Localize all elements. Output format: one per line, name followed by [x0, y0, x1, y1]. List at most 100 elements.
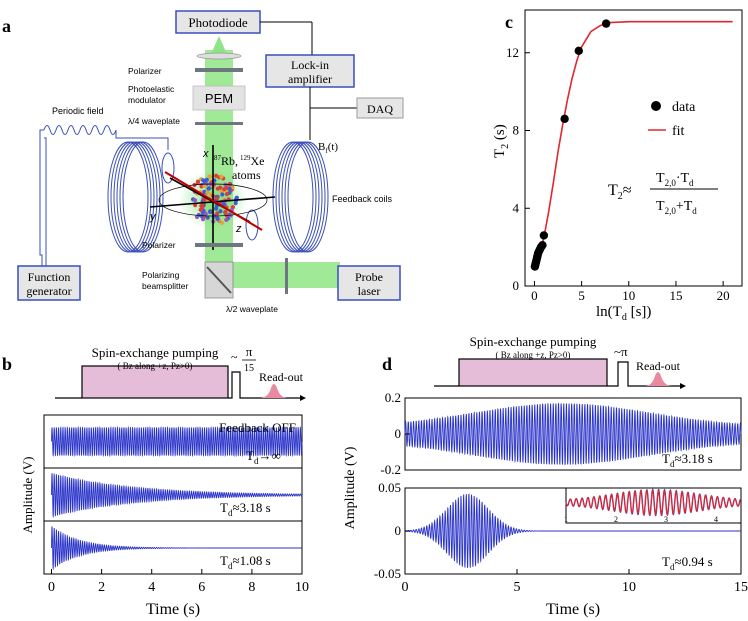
atom-dot	[205, 215, 210, 220]
formula: T2≈ T2,0·Td T2,0+Td	[608, 171, 718, 216]
bf-label: Bf(t)	[318, 141, 338, 155]
atom-dot	[207, 209, 213, 214]
atoms-label-2: atoms	[232, 168, 261, 182]
c-ytick-label: 12	[506, 45, 519, 60]
pbs-label-1: Polarizing	[142, 270, 180, 280]
c-ytick-label: 0	[513, 278, 520, 293]
atom-dot	[200, 217, 206, 222]
atom-dot	[194, 214, 200, 220]
feedback-coils-label: Feedback coils	[332, 194, 393, 204]
atom-dot	[218, 209, 223, 214]
atom-dot	[215, 216, 220, 222]
readout-pulse-d	[645, 372, 672, 386]
b-xtick-label: 4	[148, 580, 155, 595]
beamsplitter-diagonal	[206, 266, 232, 294]
atom-dot	[206, 186, 211, 191]
c-ytick-label: 4	[513, 200, 520, 215]
data-point	[601, 19, 611, 28]
atom-dot	[224, 192, 230, 197]
legend-data-marker	[651, 101, 661, 111]
lens-top	[196, 52, 242, 60]
atom-dot	[227, 186, 232, 191]
trace-label-d1: Td≈3.18 s	[662, 451, 713, 469]
photodiode-label: Photodiode	[188, 15, 247, 30]
inset-xtick-label: 3	[664, 515, 668, 524]
panel-label-d: d	[382, 354, 392, 374]
quarter-waveplate	[195, 122, 243, 125]
atom-dot	[215, 211, 220, 216]
axis-y-label: y	[149, 211, 157, 223]
b-xtick-label: 6	[198, 580, 205, 595]
panel-b: b Spin-exchange pumping ( Bz along +z, P…	[2, 344, 309, 618]
chart-b-xlabel: Time (s)	[146, 601, 200, 618]
atom-dot	[223, 209, 228, 215]
c-ytick-label: 8	[513, 123, 520, 138]
probe-label-1: Probe	[355, 270, 383, 284]
lockin-wire	[309, 87, 357, 109]
atom-dot	[192, 198, 198, 203]
b-xtick-label: 0	[48, 580, 55, 595]
axis-x-label: x	[202, 148, 209, 160]
polarizer-top	[195, 68, 243, 72]
inset-xtick-label: 1	[564, 515, 568, 524]
trace-d-3.18	[404, 402, 742, 466]
pem-label-1: Photoelastic	[128, 84, 175, 94]
coil-right	[272, 141, 329, 253]
readout-label-b: Read-out	[259, 370, 304, 384]
c-xtick-label: 5	[578, 288, 585, 303]
b-xtick-label: 2	[98, 580, 105, 595]
chart-d-ylabel: Amplitude (V)	[343, 446, 358, 529]
pumping-pulse-b	[81, 365, 229, 399]
readout-label-d: Read-out	[636, 359, 681, 373]
probe-laser-box	[337, 265, 401, 301]
panel-label-a: a	[2, 16, 11, 36]
pbs-label-2: beamsplitter	[142, 281, 188, 291]
chart-c-ylabel: T2 (s)	[492, 124, 511, 158]
trace-d-0.94	[404, 493, 741, 568]
d-ytick-label: 0	[395, 523, 402, 538]
lockin-box	[265, 54, 355, 88]
atom-dot	[219, 220, 225, 226]
function-generator-box	[17, 265, 81, 301]
atom-dot	[205, 190, 210, 195]
trace-b-3.18	[51, 473, 303, 519]
timing-line-b2	[228, 371, 300, 399]
data-points	[530, 19, 611, 271]
atom-dot	[195, 180, 201, 185]
atom-dot	[198, 207, 203, 212]
daq-label: DAQ	[367, 102, 393, 116]
pumping-label-d: Spin-exchange pumping	[470, 334, 597, 349]
polarizer-top-label: Polarizer	[128, 66, 162, 76]
pi-denominator-b: 15	[244, 363, 254, 374]
svg-text:T2,0·Td: T2,0·Td	[656, 171, 694, 188]
svg-text:T2≈: T2≈	[608, 182, 632, 202]
c-xtick-label: 20	[717, 288, 730, 303]
pumping-pulse-d	[458, 358, 608, 387]
chart-d-xlabel: Time (s)	[546, 601, 600, 618]
pumping-label-b: Spin-exchange pumping	[92, 345, 219, 360]
atom-dot	[214, 206, 219, 211]
pumping-sub-b: ( Bz along +z, Pz>0)	[118, 361, 193, 371]
atom-dot	[227, 182, 232, 187]
half-waveplate	[285, 258, 288, 294]
atom-dot	[234, 195, 239, 200]
panel-label-b: b	[2, 354, 12, 374]
chart-c-frame	[524, 9, 743, 287]
atom-dot	[202, 183, 207, 189]
function-gen-label-1: Function	[28, 270, 71, 284]
data-point	[574, 46, 583, 56]
b-xtick-label: 10	[295, 580, 309, 595]
atom-dot	[207, 174, 212, 179]
d-ytick-label: 0	[395, 426, 402, 441]
lockin-label-2: amplifier	[288, 72, 332, 86]
pi-prefix-b: ~	[231, 350, 238, 364]
atom-dot	[219, 174, 224, 179]
atoms-label-1: 87Rb,129Xe	[214, 154, 265, 168]
axis-z-label: z	[235, 223, 242, 235]
trace-label-b1: Td→∞	[246, 448, 281, 466]
polarizer-bottom-label: Polarizer	[142, 240, 176, 250]
small-coil-left	[161, 152, 175, 184]
